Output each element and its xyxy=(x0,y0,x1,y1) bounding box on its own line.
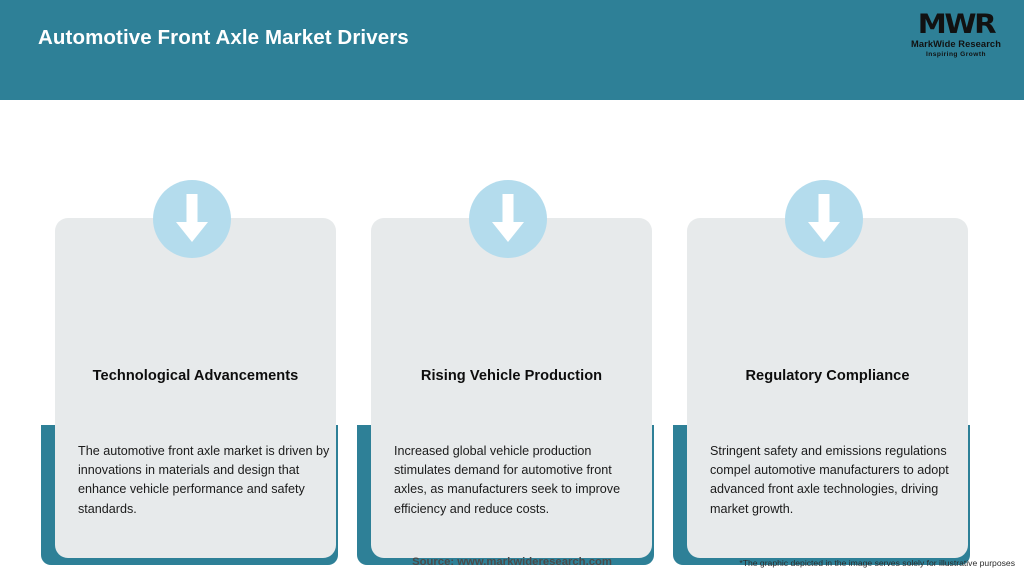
logo-monogram: MWR xyxy=(917,9,997,40)
arrow-down-icon xyxy=(153,180,231,258)
logo-tagline: Inspiring Growth xyxy=(926,51,986,58)
driver-card: Rising Vehicle Production Increased glob… xyxy=(357,140,654,565)
card-title: Technological Advancements xyxy=(92,368,299,384)
card-panel: Regulatory Compliance Stringent safety a… xyxy=(687,218,968,558)
driver-card: Technological Advancements The automotiv… xyxy=(41,140,338,565)
arrow-down-icon xyxy=(785,180,863,258)
card-panel: Rising Vehicle Production Increased glob… xyxy=(371,218,652,558)
card-title: Regulatory Compliance xyxy=(745,368,910,384)
source-label: Source: www.markwideresearch.com xyxy=(412,556,612,568)
card-title: Rising Vehicle Production xyxy=(420,368,603,384)
card-body-text: The automotive front axle market is driv… xyxy=(78,444,330,516)
card-panel: Technological Advancements The automotiv… xyxy=(55,218,336,558)
page-title: Automotive Front Axle Market Drivers xyxy=(38,26,409,49)
driver-cards-container: Technological Advancements The automotiv… xyxy=(0,100,1024,565)
card-body-text: Stringent safety and emissions regulatio… xyxy=(710,444,949,516)
disclaimer-note: *The graphic depicted in the image serve… xyxy=(739,558,1015,568)
arrow-down-icon xyxy=(469,180,547,258)
logo-company-name: MarkWide Research xyxy=(911,39,1001,49)
header-banner: Automotive Front Axle Market Drivers MWR… xyxy=(0,0,1024,100)
card-body-text: Increased global vehicle production stim… xyxy=(394,444,621,516)
driver-card: Regulatory Compliance Stringent safety a… xyxy=(673,140,970,565)
brand-logo: MWR MarkWide Research Inspiring Growth xyxy=(904,10,1008,66)
